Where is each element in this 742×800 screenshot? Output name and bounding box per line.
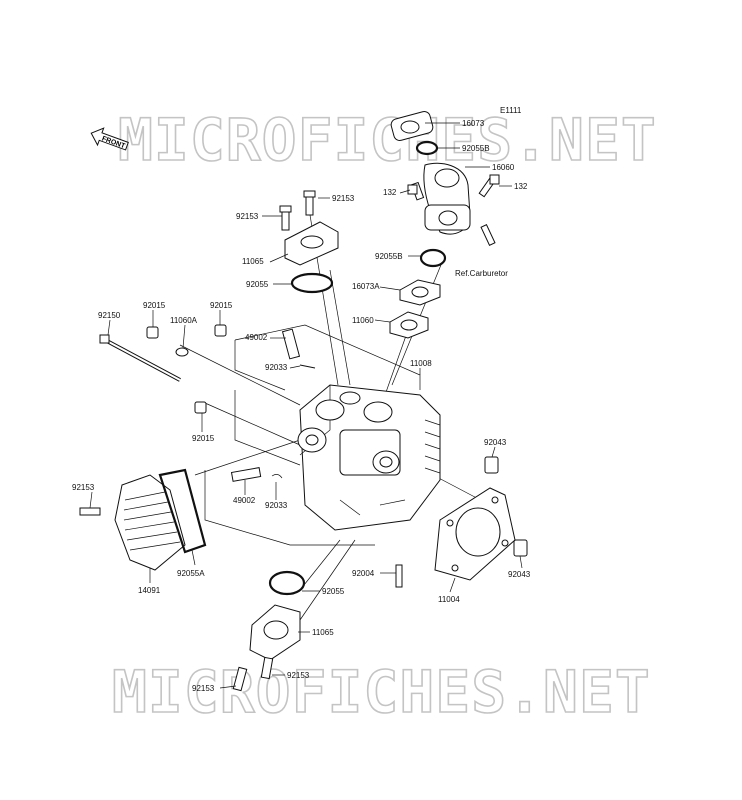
label-92055-low: 92055 [322, 587, 345, 596]
cap-92015-b [214, 324, 227, 337]
cap-11065-upper [284, 221, 339, 266]
cap-11065-lower [249, 604, 301, 661]
label-16073A: 16073A [352, 282, 380, 291]
label-11065-low: 11065 [312, 628, 334, 637]
label-16073: 16073 [462, 119, 485, 128]
bolt-intake-lower [480, 224, 496, 246]
dowel-92043-upper [484, 456, 499, 474]
label-49002-top: 49002 [245, 333, 268, 342]
stud-92004 [395, 564, 403, 588]
label-92043-top: 92043 [484, 438, 507, 447]
label-92153-left: 92153 [72, 483, 95, 492]
label-92015-b: 92015 [210, 301, 233, 310]
label-92015-a: 92015 [143, 301, 166, 310]
leader-lines [89, 122, 523, 689]
label-92055B-top: 92055B [462, 144, 490, 153]
insulator-16073A [399, 279, 441, 306]
bolt-92153-left [79, 507, 101, 516]
gasket-11060 [389, 311, 429, 339]
gasket-92055A [158, 468, 207, 554]
label-132-right: 132 [514, 182, 528, 191]
cap-92015-c [194, 401, 207, 414]
reference-note: Ref.Carburetor [455, 269, 508, 278]
bolt-132-right [478, 174, 500, 198]
o-ring-92055B [419, 248, 447, 268]
washer-11060A [175, 347, 189, 357]
valve-guide-49002-upper [281, 328, 301, 360]
clip-92033-lower [271, 474, 283, 479]
label-92150: 92150 [98, 311, 121, 320]
label-11004: 11004 [438, 595, 460, 604]
clip-92033-upper [299, 364, 316, 369]
o-ring-92055-upper [290, 272, 334, 294]
label-92055-top: 92055 [246, 280, 269, 289]
label-92055B-mid: 92055B [375, 252, 403, 261]
intake-pipe [390, 111, 471, 235]
dowel-92043-lower [513, 539, 528, 557]
label-132-left: 132 [383, 188, 397, 197]
label-11060A: 11060A [170, 316, 198, 325]
label-16060: 16060 [492, 163, 515, 172]
label-92015-c: 92015 [192, 434, 215, 443]
label-92153-low-left: 92153 [192, 684, 215, 693]
label-92043-low: 92043 [508, 570, 531, 579]
stud-92150 [99, 334, 181, 382]
label-14091: 14091 [138, 586, 161, 595]
diagram-id: E1111 [500, 106, 522, 115]
label-92055A: 92055A [177, 569, 205, 578]
cylinder-head-11008 [297, 384, 441, 531]
watermark-top: MICROFICHES.NET [118, 106, 657, 174]
label-92153-low-right: 92153 [287, 671, 310, 680]
bolt-92153-top [303, 190, 316, 216]
valve-guide-49002-lower [230, 467, 262, 482]
label-92033-top: 92033 [265, 363, 288, 372]
watermark-bottom: MICROFICHES.NET [112, 658, 651, 726]
part-labels: 16073 92055B 16060 132 132 92055B Ref.Ca… [72, 119, 531, 693]
bolt-132-left [407, 181, 425, 201]
label-92033-low: 92033 [265, 501, 288, 510]
label-92153-top-left: 92153 [236, 212, 259, 221]
label-11008: 11008 [410, 359, 432, 368]
bolt-92153-low-left [232, 666, 248, 692]
label-92004: 92004 [352, 569, 375, 578]
label-92153-top: 92153 [332, 194, 355, 203]
bolt-92153-top-left [279, 205, 292, 231]
bolt-92153-low-right [260, 656, 274, 680]
label-49002-low: 49002 [233, 496, 256, 505]
label-11060: 11060 [352, 316, 374, 325]
label-11065-top: 11065 [242, 257, 264, 266]
head-gasket-11004 [434, 487, 516, 581]
cap-92015-a [146, 326, 159, 339]
o-ring-92055-lower [268, 570, 306, 596]
